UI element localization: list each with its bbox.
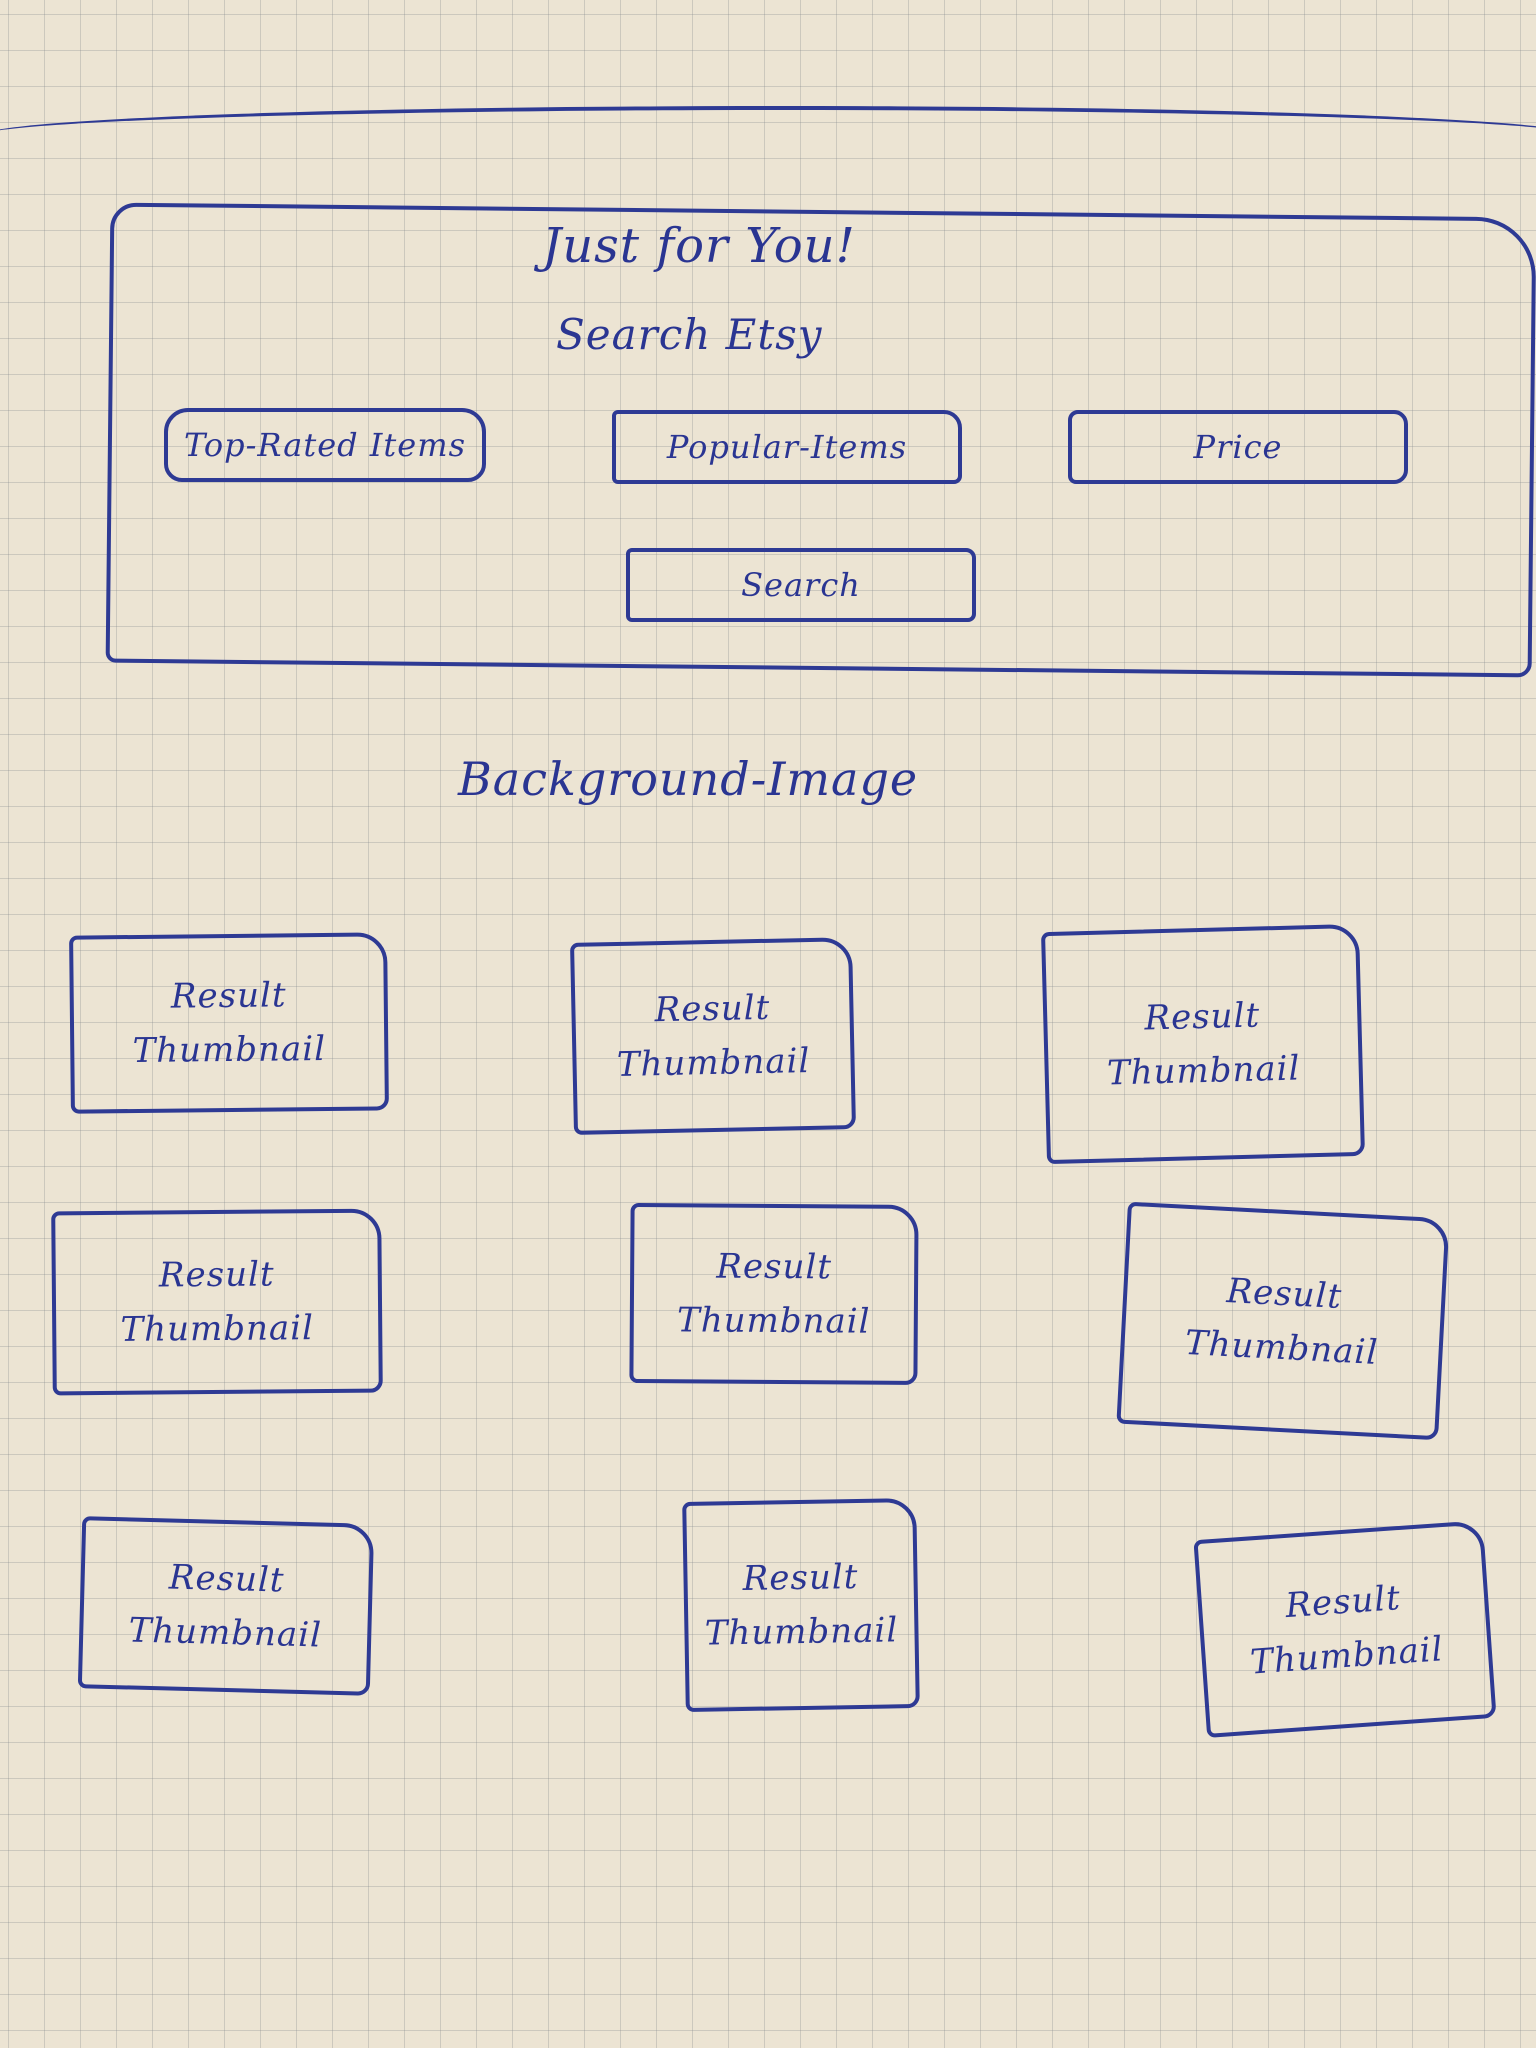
result-thumbnail[interactable]: Result Thumbnail [682,1497,920,1713]
result-thumbnail[interactable]: Result Thumbnail [629,1202,919,1386]
result-thumbnail-label: Result Thumbnail [120,1254,315,1350]
result-thumbnail[interactable]: Result Thumbnail [1041,923,1365,1165]
result-thumbnail[interactable]: Result Thumbnail [69,932,389,1114]
page-title: Just for You! [542,218,856,274]
page-subtitle: Search Etsy [556,310,823,359]
result-thumbnail[interactable]: Result Thumbnail [1116,1201,1450,1441]
result-thumbnail-label: Result Thumbnail [1249,1578,1445,1683]
popular-items-label: Popular-Items [666,428,908,466]
page-edge-line [0,106,1536,150]
result-thumbnail[interactable]: Result Thumbnail [570,937,856,1135]
background-image-label: Background-Image [458,752,919,806]
result-thumbnail-label: Result Thumbnail [1106,995,1301,1094]
price-button[interactable]: Price [1068,410,1408,484]
result-thumbnail-label: Result Thumbnail [1183,1271,1380,1373]
result-thumbnail[interactable]: Result Thumbnail [51,1208,383,1396]
price-label: Price [1193,428,1283,466]
result-thumbnail-label: Result Thumbnail [704,1556,899,1654]
popular-items-button[interactable]: Popular-Items [612,410,962,484]
result-thumbnail-label: Result Thumbnail [128,1557,323,1656]
top-rated-items-label: Top-Rated Items [184,426,466,464]
result-thumbnail-label: Result Thumbnail [676,1246,871,1342]
result-thumbnail-label: Result Thumbnail [132,975,327,1072]
search-label: Search [741,566,861,604]
result-thumbnail-label: Result Thumbnail [616,987,811,1086]
search-button[interactable]: Search [626,548,976,622]
result-thumbnail[interactable]: Result Thumbnail [1193,1520,1497,1738]
result-thumbnail[interactable]: Result Thumbnail [77,1516,375,1696]
top-rated-items-button[interactable]: Top-Rated Items [164,408,486,482]
